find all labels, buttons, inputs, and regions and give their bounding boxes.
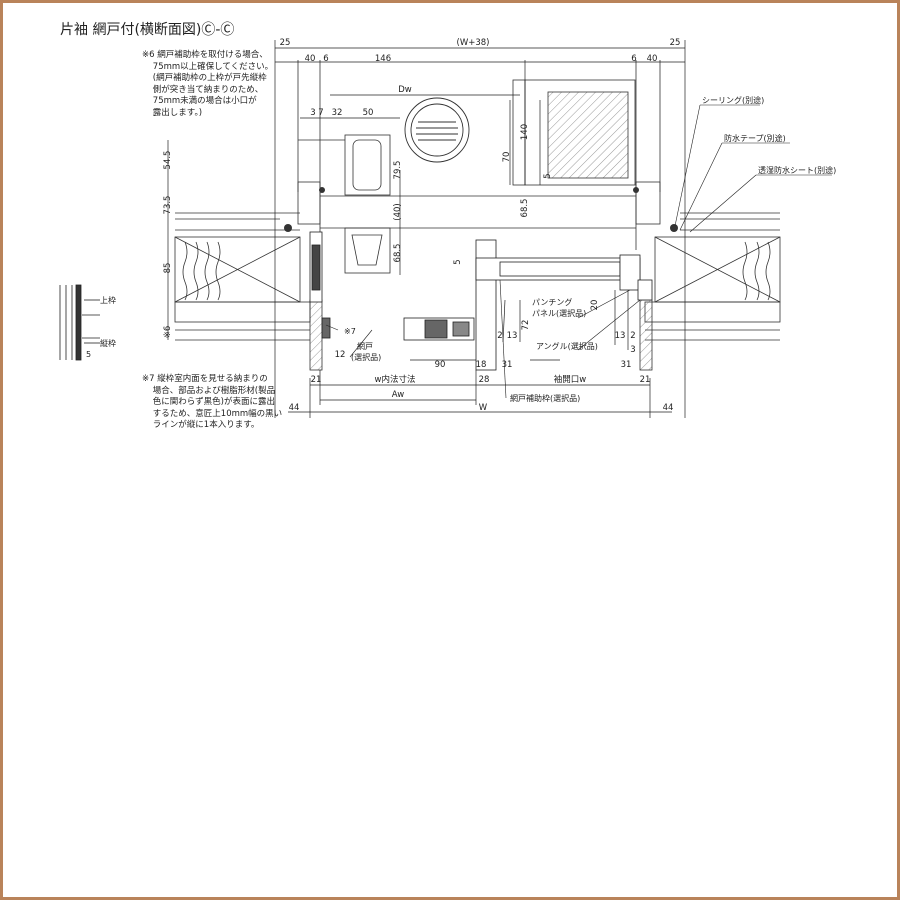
dim-sleeve-opening: 袖開口w bbox=[554, 374, 587, 385]
dim-6-right: 6 bbox=[631, 54, 636, 64]
shutter-box bbox=[297, 60, 661, 274]
dim-795: 79.5 bbox=[393, 161, 403, 180]
dim-40-right: 40 bbox=[647, 54, 658, 64]
dim-18: 18 bbox=[476, 360, 487, 370]
left-wall bbox=[174, 212, 323, 371]
dim-13b: 13 bbox=[615, 331, 626, 341]
dim-44-left: 44 bbox=[289, 403, 300, 413]
callout-punching-2: パネル(選択品) bbox=[532, 308, 586, 318]
dim-50: 50 bbox=[363, 108, 374, 118]
dim-146: 146 bbox=[375, 54, 391, 64]
dim-21-right: 21 bbox=[640, 375, 651, 385]
dim-2b: 2 bbox=[630, 331, 635, 341]
dim-13a: 13 bbox=[507, 331, 518, 341]
dim-25-right: 25 bbox=[670, 38, 681, 48]
inset-upper-label: 上枠 bbox=[100, 295, 116, 305]
callout-angle: アングル(選択品) bbox=[536, 341, 598, 351]
dim-7: 7 bbox=[318, 108, 323, 118]
inset-detail bbox=[59, 284, 100, 361]
dim-21-left: 21 bbox=[311, 375, 322, 385]
dim-20: 20 bbox=[590, 300, 600, 311]
dim-5a: 5 bbox=[543, 173, 553, 178]
vent-icon bbox=[404, 97, 470, 163]
dim-545: 54.5 bbox=[163, 151, 173, 170]
dim-dw: Dw bbox=[398, 85, 412, 95]
inset-vertical-label: 縦枠 bbox=[100, 338, 116, 348]
dim-31a: 31 bbox=[502, 360, 513, 370]
dim-735: 73.5 bbox=[163, 196, 173, 215]
dim-aw: Aw bbox=[392, 390, 404, 400]
dim-90: 90 bbox=[435, 360, 446, 370]
callout-waterproof-tape: 防水テープ(別途) bbox=[724, 133, 786, 143]
dim-40-left: 40 bbox=[305, 54, 316, 64]
callout-punching-1: パンチング bbox=[532, 297, 572, 307]
dim-70: 70 bbox=[502, 152, 512, 163]
dim-12: 12 bbox=[335, 350, 346, 360]
drawing-title: 片袖 網戸付(横断面図)Ⓒ-Ⓒ bbox=[60, 22, 235, 38]
dim-40p: (40) bbox=[393, 203, 403, 220]
dim-72: 72 bbox=[521, 320, 531, 331]
callout-screen-2: (選択品) bbox=[351, 352, 381, 362]
dim-6-left: 6 bbox=[323, 54, 328, 64]
dim-2a: 2 bbox=[497, 331, 502, 341]
dim-25-left: 25 bbox=[280, 38, 291, 48]
dim-5b: 5 bbox=[453, 259, 463, 264]
callout-screen-1: 網戸 bbox=[357, 341, 373, 351]
inset-dim-5: 5 bbox=[86, 350, 91, 359]
dim-w38: (W+38) bbox=[457, 38, 490, 48]
callout-sealing: シーリング(別途) bbox=[702, 95, 764, 105]
dim-3b: 3 bbox=[630, 345, 635, 355]
dim-32: 32 bbox=[332, 108, 343, 118]
sealing bbox=[284, 187, 678, 232]
dim-685b: 68.5 bbox=[393, 244, 403, 263]
callout-screen-frame: 網戸補助枠(選択品) bbox=[510, 393, 580, 403]
dim-w: W bbox=[479, 403, 488, 413]
dim-685a: 68.5 bbox=[520, 199, 530, 218]
dim-140: 140 bbox=[520, 124, 530, 140]
right-wall bbox=[639, 212, 781, 371]
dim-31b: 31 bbox=[621, 360, 632, 370]
note-6: ※6 網戸補助枠を取付ける場合、 75mm以上確保してください。 (網戸補助枠の… bbox=[142, 50, 274, 118]
dim-85: 85 bbox=[163, 263, 173, 274]
dim-28: 28 bbox=[479, 375, 490, 385]
dim-3: 3 bbox=[310, 108, 315, 118]
dim-w-inner: w内法寸法 bbox=[375, 374, 416, 385]
window-frame bbox=[309, 231, 653, 371]
dim-note6: ※6 bbox=[163, 326, 173, 339]
callout-note7-mark: ※7 bbox=[344, 327, 356, 336]
dim-44-right: 44 bbox=[663, 403, 674, 413]
callout-moisture-sheet: 透湿防水シート(別途) bbox=[758, 165, 836, 175]
note-7: ※7 縦枠室内面を見せる納まりの 場合、部品および樹脂形材(製品 色に関わらず黒… bbox=[142, 374, 283, 430]
